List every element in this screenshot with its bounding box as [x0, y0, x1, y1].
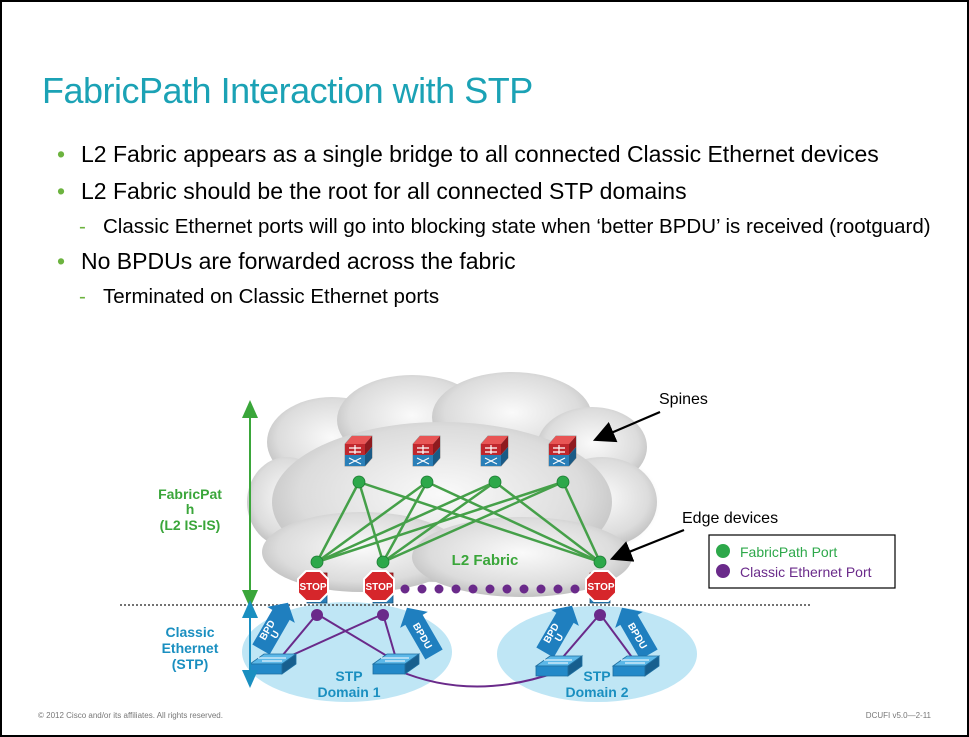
classic-side-label: Classic — [165, 624, 214, 640]
fabric-internal-dotted-link — [400, 584, 580, 594]
spine-switch-icon — [344, 435, 373, 467]
stp-domain-1-label: STP — [335, 668, 362, 684]
fabricpath-port-legend-icon — [716, 544, 730, 558]
fabricpath-links — [315, 480, 602, 564]
bullet-list: L2 Fabric appears as a single bridge to … — [57, 140, 937, 317]
copyright-footer: © 2012 Cisco and/or its affiliates. All … — [38, 711, 223, 720]
legend-fabricpath-port: FabricPath Port — [740, 544, 837, 560]
stop-label: STOP — [587, 582, 614, 593]
fabricpath-side-label: FabricPat — [158, 486, 222, 502]
course-code-footer: DCUFI v5.0—2-11 — [865, 711, 931, 720]
stop-label: STOP — [365, 582, 392, 593]
sub-bullet-2a: Classic Ethernet ports will go into bloc… — [57, 214, 937, 239]
fabricpath-side-label: h — [186, 501, 195, 517]
bpdu-label: U — [269, 629, 282, 641]
port-legend: FabricPath Port Classic Ethernet Port — [708, 534, 896, 589]
slide-title: FabricPath Interaction with STP — [42, 70, 533, 111]
edge-devices-callout-arrow — [609, 528, 685, 562]
sub-bullet-3a: Terminated on Classic Ethernet ports — [57, 284, 937, 309]
stp-domain-1-area — [242, 602, 452, 702]
classic-side-label: Ethernet — [162, 640, 219, 656]
edge-fabricpath-ports — [310, 555, 607, 569]
stop-signs: STOP STOP STOP — [297, 570, 617, 602]
legend-classic-port: Classic Ethernet Port — [740, 564, 872, 580]
stp-domain-2-label: STP — [583, 668, 610, 684]
edge-devices-label: Edge devices — [682, 510, 778, 527]
l2-fabric-label: L2 Fabric — [452, 552, 519, 569]
edge-classic-ports — [311, 609, 606, 621]
fabricpath-side-label: (L2 IS-IS) — [160, 517, 221, 533]
spine-fabricpath-ports — [352, 475, 570, 489]
spine-switch-icon — [480, 435, 509, 467]
bullet-1: L2 Fabric appears as a single bridge to … — [57, 140, 937, 169]
stp-domain-2-label: Domain 2 — [565, 684, 628, 700]
classic-side-label: (STP) — [172, 656, 209, 672]
bpdu-arrows: BPD U BPDU BPD U BPDU — [252, 602, 658, 660]
spine-switch-icon — [548, 435, 577, 467]
bpdu-label: U — [553, 632, 566, 644]
stp-domain-1-label: Domain 1 — [317, 684, 380, 700]
bullet-3: No BPDUs are forwarded across the fabric — [57, 247, 937, 276]
spines-callout-arrow — [592, 410, 661, 443]
bullet-2: L2 Fabric should be the root for all con… — [57, 177, 937, 206]
spines-label: Spines — [659, 391, 708, 408]
stop-label: STOP — [299, 582, 326, 593]
spine-switch-icon — [412, 435, 441, 467]
classic-port-legend-icon — [716, 564, 730, 578]
